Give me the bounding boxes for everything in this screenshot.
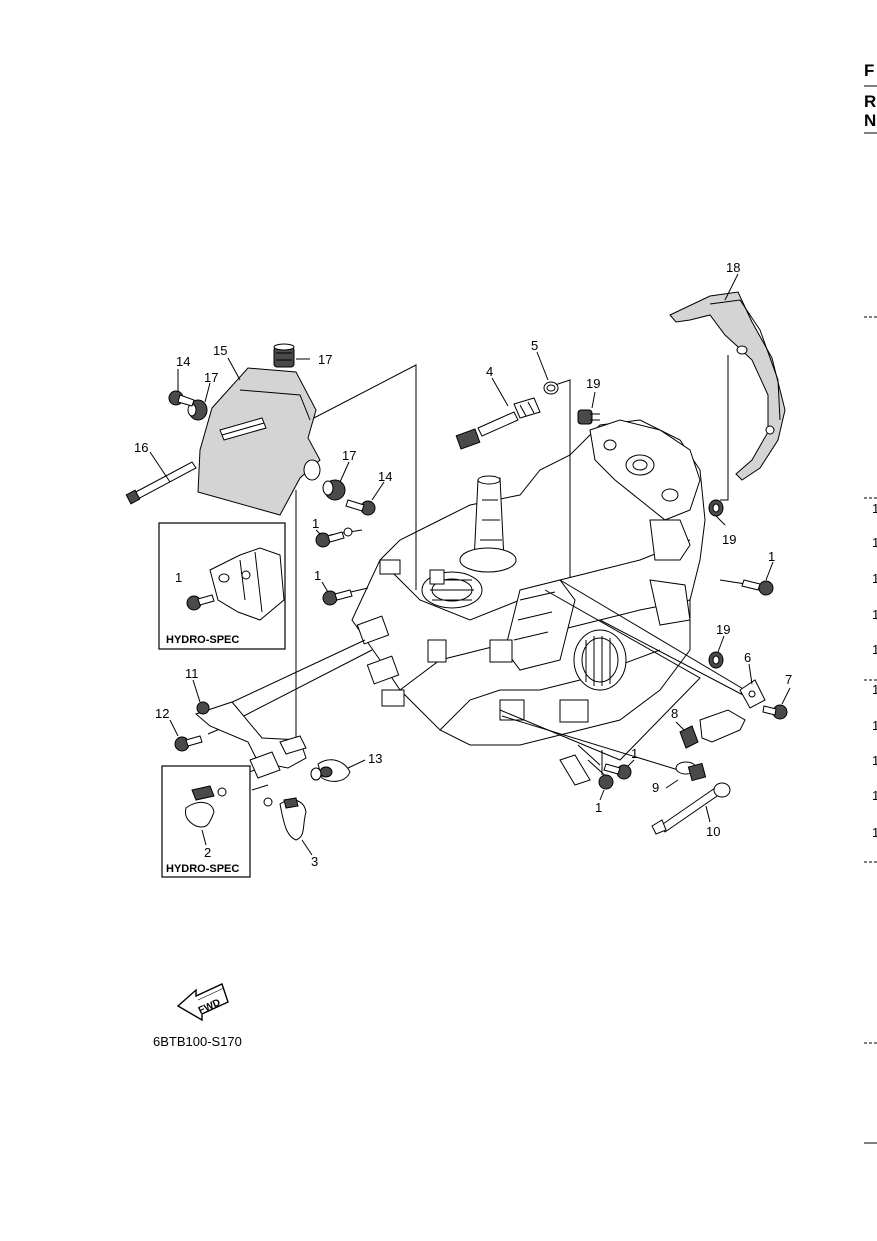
callout-5: 5 [531,338,538,353]
callout-3: 3 [311,854,318,869]
bolt-1-e [598,774,614,790]
bolt-14-right [345,499,376,516]
clip-3 [263,797,307,841]
bracket-11 [195,701,307,779]
bolt-12 [174,735,203,752]
bracket-18 [669,291,786,481]
edge-number: 1 [872,571,877,586]
callout-13: 13 [368,751,382,766]
cover-assembly [168,343,376,516]
edge-number: 1 [872,753,877,768]
callout-14-right: 14 [378,469,392,484]
clip-2 [185,785,227,828]
rod-10 [651,782,731,835]
o-ring-5 [543,381,559,395]
page-edge-fragment: F R N 1 1 1 1 1 1 1 1 1 1 [864,61,877,1144]
callout-17-top: 17 [318,352,332,367]
edge-number: 1 [872,642,877,657]
edge-letter-f: F [864,61,874,80]
edge-letter-n: N [864,111,876,130]
edge-number: 1 [872,718,877,733]
callout-numbers: 14 15 17 17 16 17 14 4 5 19 18 19 1 19 6… [134,260,792,869]
callout-16: 16 [134,440,148,455]
callout-1-b: 1 [314,568,321,583]
hydro-spec-inset-bottom: 2 HYDRO-SPEC [161,765,251,878]
callout-17-left: 17 [204,370,218,385]
callout-8: 8 [671,706,678,721]
callout-19-right: 19 [722,532,736,547]
grommet-19-top [577,409,600,425]
callout-1-a: 1 [312,516,319,531]
hydro-spec-label-top: HYDRO-SPEC [166,634,239,646]
bolt-1-a [315,527,353,548]
edge-number: 1 [872,501,877,516]
callout-1-lower: 1 [595,800,602,815]
edge-number: 1 [872,825,877,840]
edge-number: 1 [872,607,877,622]
grommet-17-top [273,343,295,368]
edge-number: 1 [872,788,877,803]
diagram-code: 6BTB100-S170 [153,1034,242,1049]
cover-15 [197,367,321,516]
callout-1-lower-right: 1 [631,746,638,761]
grommet-19-right [708,499,724,517]
bolt-1-inset [186,594,215,611]
sensor-8 [679,709,746,749]
bolt-1-b [322,589,353,606]
callout-1-inset: 1 [175,570,182,585]
callout-1-right: 1 [768,549,775,564]
callout-18: 18 [726,260,740,275]
callout-9: 9 [652,780,659,795]
edge-letter-r: R [864,92,876,111]
callout-4: 4 [486,364,493,379]
callout-12: 12 [155,706,169,721]
bolt-14-left [168,390,195,407]
edge-number: 1 [872,535,877,550]
bolt-1-c [741,579,774,596]
callout-17-right: 17 [342,448,356,463]
grommet-19-lower [708,651,724,669]
callout-7: 7 [785,672,792,687]
cable-tie-16 [125,461,197,505]
engine-block [351,419,706,786]
callout-15: 15 [213,343,227,358]
fwd-arrow-icon: FWD [176,983,229,1022]
callout-11: 11 [185,666,199,681]
callout-10: 10 [706,824,720,839]
sensor-4 [455,397,541,450]
grommet-17-right [322,479,346,501]
clip-13 [310,759,351,782]
callout-19-lower: 19 [716,622,730,637]
callout-14-left: 14 [176,354,190,369]
sensor-9 [675,761,707,782]
callout-2: 2 [204,845,211,860]
plate-6 [739,679,766,709]
grommet-17-left [187,399,208,421]
bolt-1-d [603,763,632,780]
bolt-7 [762,704,788,720]
callout-leaders [149,273,791,856]
hydro-spec-inset-top: 1 HYDRO-SPEC [158,522,286,650]
callout-6: 6 [744,650,751,665]
callout-19-top: 19 [586,376,600,391]
hydro-spec-label-bottom: HYDRO-SPEC [166,863,239,875]
edge-number: 1 [872,682,877,697]
